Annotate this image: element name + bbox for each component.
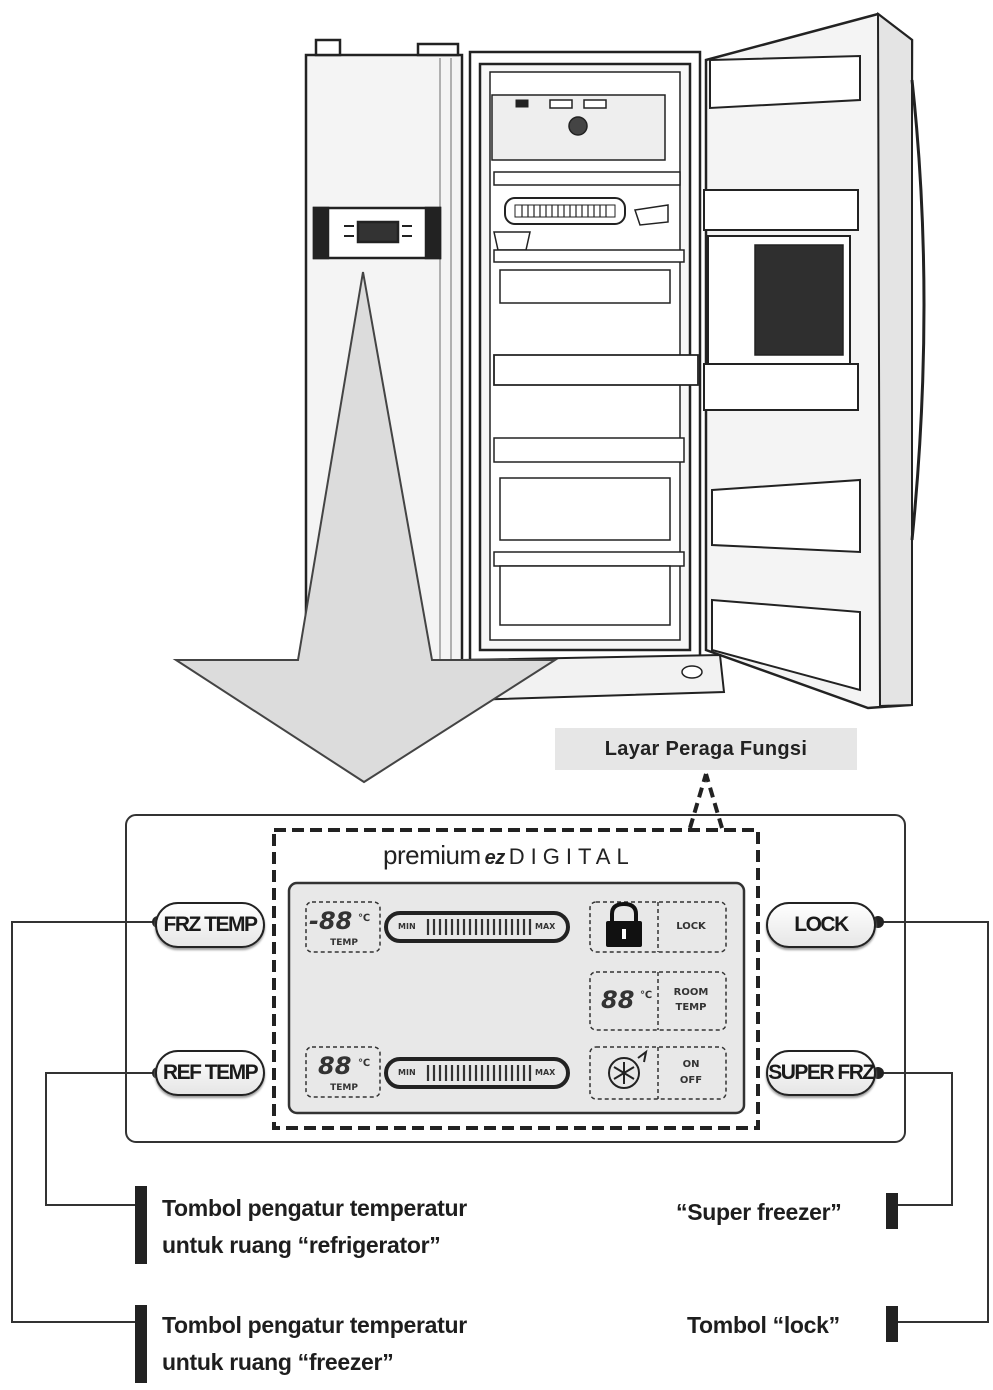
brand-ez: ez	[484, 847, 506, 869]
frz-temp-button[interactable]: FRZ TEMP	[155, 902, 265, 948]
refrigerator-illustration	[304, 11, 926, 710]
frz-temp-label: TEMP	[330, 938, 358, 948]
frz-temp-value: -88	[309, 907, 353, 935]
lock-button-label: Tombol “lock”	[687, 1312, 840, 1338]
frz-temp-unit: ℃	[358, 913, 371, 924]
ref-level-bar	[384, 1057, 570, 1089]
ref-temp-label: TEMP	[330, 1083, 358, 1093]
off-label: OFF	[679, 1075, 703, 1086]
label-bars	[135, 1186, 898, 1383]
frz-min-label: MIN	[398, 922, 416, 931]
frz-max-label: MAX	[535, 922, 556, 931]
function-display-callout: Layar Peraga Fungsi	[555, 728, 857, 770]
frz-level-bar	[384, 911, 570, 943]
frz-temp-label-line1: Tombol pengatur temperatur	[162, 1312, 467, 1338]
ref-temp-label-line1: Tombol pengatur temperatur	[162, 1195, 467, 1221]
ref-temp-label-line2: untuk ruang “refrigerator”	[162, 1232, 441, 1258]
ref-max-label: MAX	[535, 1068, 556, 1077]
padlock-icon	[606, 901, 642, 947]
ref-temp-button[interactable]: REF TEMP	[155, 1050, 265, 1096]
lock-indicator-label: LOCK	[676, 921, 706, 932]
ref-min-label: MIN	[398, 1068, 416, 1077]
ref-temp-unit: ℃	[358, 1058, 371, 1069]
callout-pointer	[688, 773, 724, 829]
brand-prefix: premium	[383, 840, 481, 870]
brand-digital: DIGITAL	[508, 844, 635, 869]
room-temp-unit: ℃	[640, 990, 653, 1001]
snowflake-icon	[608, 1049, 648, 1089]
ref-temp-value: 88	[318, 1052, 352, 1080]
frz-temp-label-line2: untuk ruang “freezer”	[162, 1349, 394, 1375]
down-arrow-icon	[172, 271, 559, 784]
room-temp-value: 88	[601, 986, 635, 1014]
function-display-frame	[272, 828, 760, 1130]
room-label-2: TEMP	[675, 1002, 707, 1013]
leader-lines	[11, 921, 989, 1323]
super-frz-button[interactable]: SUPER FRZ	[766, 1050, 876, 1096]
on-label: ON	[682, 1059, 700, 1070]
room-label-1: ROOM	[673, 987, 709, 998]
lock-button[interactable]: LOCK	[766, 902, 876, 948]
super-freezer-label: “Super freezer”	[676, 1199, 842, 1225]
